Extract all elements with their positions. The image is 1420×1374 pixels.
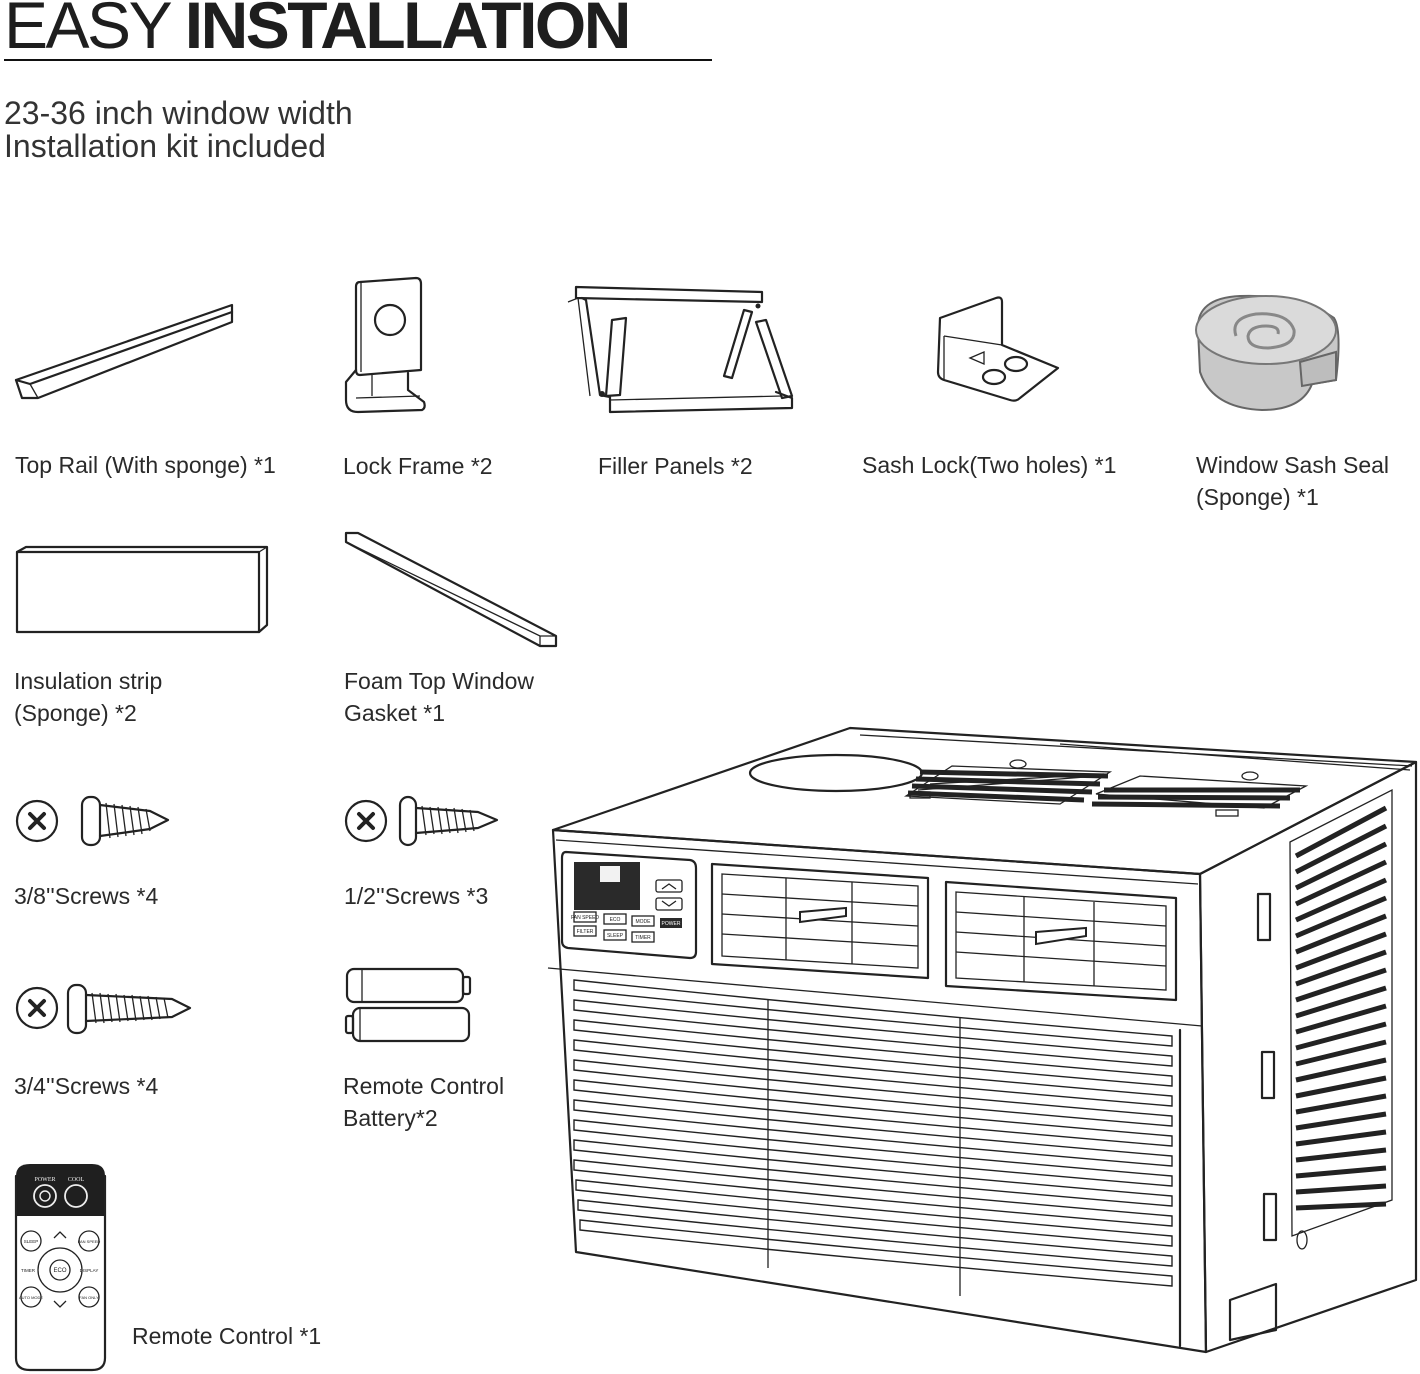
svg-text:SLEEP: SLEEP: [607, 933, 624, 939]
svg-text:POWER: POWER: [662, 921, 681, 927]
svg-text:DISPLAY: DISPLAY: [80, 1268, 99, 1273]
svg-text:AUTO MODE: AUTO MODE: [19, 1295, 43, 1300]
window-air-conditioner-illustration: FAN SPEED ECO MODE POWER FILTER SLEEP TI…: [547, 726, 1418, 1354]
svg-text:SLEEP: SLEEP: [24, 1239, 39, 1244]
screws-3-4-label: 3/4''Screws *4: [14, 1073, 159, 1099]
lock-frame-icon: [344, 276, 426, 414]
lock-frame-label: Lock Frame *2: [343, 453, 493, 479]
subtitle-window-width: 23-36 inch window width: [4, 95, 353, 131]
svg-text:TIMER: TIMER: [635, 935, 651, 941]
remote-control-icon: POWER COOL SLEEP FAN SPEED TIMER ECO DIS…: [14, 1164, 107, 1372]
remote-control-label: Remote Control *1: [132, 1323, 322, 1349]
screws-1-2-label: 1/2''Screws *3: [344, 883, 489, 909]
insulation-strip-label: Insulation strip(Sponge) *2: [14, 668, 163, 726]
svg-text:FAN SPEED: FAN SPEED: [571, 915, 599, 921]
top-rail-label: Top Rail (With sponge) *1: [15, 452, 276, 478]
svg-text:FAN ONLY: FAN ONLY: [79, 1295, 99, 1300]
screw-icon: [15, 795, 170, 847]
svg-text:FAN SPEED: FAN SPEED: [78, 1239, 101, 1244]
svg-text:ECO: ECO: [610, 917, 621, 923]
window-sash-seal-label: Window Sash Seal(Sponge) *1: [1196, 452, 1390, 510]
svg-text:MODE: MODE: [636, 919, 652, 925]
svg-text:ECO: ECO: [53, 1268, 66, 1274]
sponge-roll-icon: [1195, 294, 1340, 412]
sash-lock-icon: [936, 296, 1060, 402]
subtitle-kit-included: Installation kit included: [4, 128, 326, 164]
sash-lock-label: Sash Lock(Two holes) *1: [862, 452, 1117, 478]
screw-icon: [344, 795, 499, 847]
filler-panels-icon: [567, 285, 794, 414]
page-title: EASY INSTALLATION: [4, 0, 631, 62]
svg-text:FILTER: FILTER: [577, 929, 594, 935]
top-rail-icon: [14, 303, 234, 400]
screw-icon: [15, 983, 192, 1035]
foam-gasket-icon: [344, 531, 558, 648]
title-underline: [4, 59, 712, 61]
svg-text:COOL: COOL: [68, 1177, 85, 1183]
svg-text:TIMER: TIMER: [21, 1268, 36, 1273]
filler-panels-label: Filler Panels *2: [598, 453, 753, 479]
svg-text:POWER: POWER: [35, 1177, 56, 1183]
insulation-strip-icon: [15, 545, 269, 634]
battery-icon: [344, 967, 472, 1043]
screws-3-8-label: 3/8''Screws *4: [14, 883, 159, 909]
